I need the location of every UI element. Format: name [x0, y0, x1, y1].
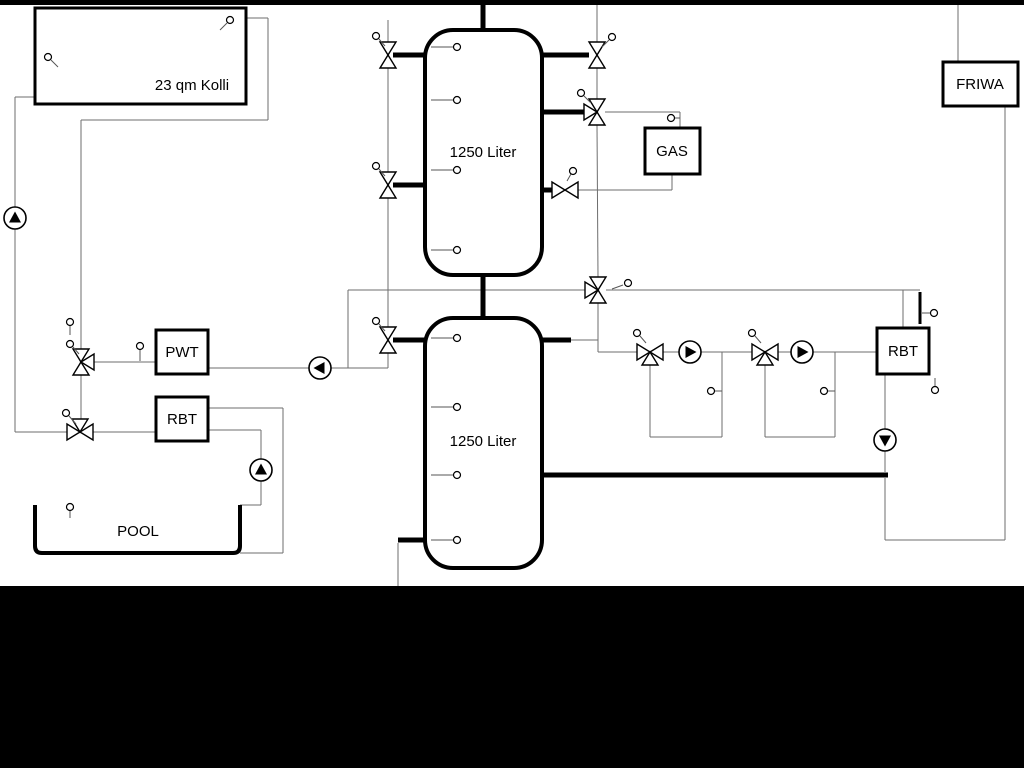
labels: 23 qm Kolli 1250 Liter 1250 Liter PWT RB…	[117, 76, 1004, 540]
tank-sensor-icon	[452, 333, 462, 343]
sensor-icon	[747, 328, 757, 338]
sensor-icon	[43, 52, 53, 62]
sensor-icon	[930, 385, 940, 395]
pwt-label: PWT	[165, 344, 198, 361]
sensor-icon	[929, 308, 939, 318]
bottom-black-bar	[0, 586, 1024, 768]
tank-sensor-icon	[452, 42, 462, 52]
sensor-icon	[666, 113, 676, 123]
tank-sensor-icon	[452, 402, 462, 412]
valve-3way-icon	[583, 98, 606, 126]
tank-bottom-label: 1250 Liter	[450, 433, 517, 450]
pool-basin	[33, 505, 242, 555]
sensor-icon	[576, 88, 586, 98]
sensor-stems	[50, 22, 936, 541]
collector-label: 23 qm Kolli	[155, 77, 229, 94]
sensor-icon	[371, 31, 381, 41]
tank-sensor-icon	[452, 165, 462, 175]
tank-top-label: 1250 Liter	[450, 144, 517, 161]
gas-label: GAS	[656, 143, 688, 160]
sensor-icon	[632, 328, 642, 338]
friwa-station-box	[941, 60, 1020, 108]
sensor-icon	[706, 386, 716, 396]
rbt-left-label: RBT	[167, 411, 197, 428]
rbt-left-box	[154, 395, 210, 443]
tank-sensor-icon	[452, 95, 462, 105]
rbt-right-label: RBT	[888, 343, 918, 360]
valve-3way-icon	[66, 418, 94, 441]
buffer-tank-top	[423, 28, 544, 277]
valve-3way-icon	[584, 276, 607, 304]
buffer-tank-bottom	[423, 316, 544, 570]
sensor-icon	[135, 341, 145, 351]
pump-icon-up	[249, 458, 273, 482]
tank-sensor-icon	[452, 245, 462, 255]
solar-collector-box	[33, 6, 248, 106]
friwa-label: FRIWA	[956, 76, 1004, 93]
sensor-icon	[568, 166, 578, 176]
sensor-icon	[61, 408, 71, 418]
sensor-icon	[225, 15, 235, 25]
pump-icon-right	[678, 340, 702, 364]
sensor-icon	[371, 161, 381, 171]
pool-label: POOL	[117, 523, 159, 540]
sensor-icon	[371, 316, 381, 326]
tank-sensor-icon	[452, 535, 462, 545]
sensor-icon	[607, 32, 617, 42]
valve-3way-icon	[636, 343, 664, 366]
valve-3way-icon	[751, 343, 779, 366]
rbt-right-box	[875, 326, 931, 376]
gas-boiler-box	[643, 126, 702, 176]
top-black-bar	[0, 0, 1024, 5]
thick-pipe-network	[393, 0, 888, 543]
sensor-icon	[65, 502, 75, 512]
sensor-icon	[65, 317, 75, 327]
pump-icon-down	[873, 428, 897, 452]
pwt-heat-exchanger-box	[154, 328, 210, 376]
tank-sensor-icon	[452, 470, 462, 480]
pump-icon-right	[790, 340, 814, 364]
sensor-icon	[65, 339, 75, 349]
pump-icon-left	[308, 356, 332, 380]
sensor-icon	[623, 278, 633, 288]
sensor-icon	[819, 386, 829, 396]
pump-icon-up	[3, 206, 27, 230]
valve-2way-icon	[551, 181, 579, 199]
valve-3way-icon	[72, 348, 95, 376]
